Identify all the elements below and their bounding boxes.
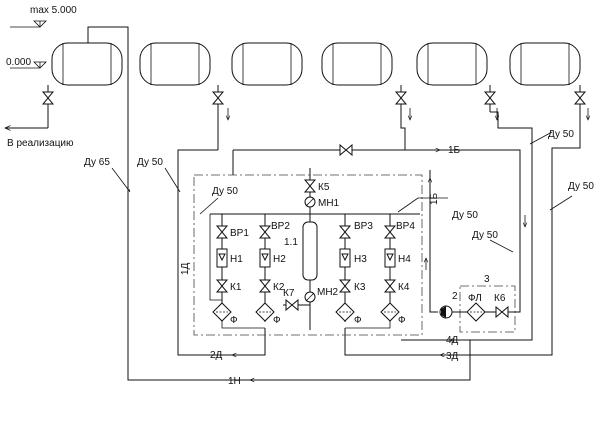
label-n4: Н4: [398, 254, 411, 265]
line-3d: 3Д: [446, 351, 459, 362]
label-n2: Н2: [273, 254, 286, 265]
label-k1: К1: [230, 282, 242, 293]
line-4d: 4Д: [446, 335, 459, 346]
branch-2: ВР2 Н2 К2 Ф: [255, 214, 290, 326]
label-br4: ВР4: [396, 221, 415, 232]
outer-pipelines: Ду 65 1Н Ду 50 1Д 2Д 1Б Ду 50 4Д Ду 50 3…: [84, 26, 594, 387]
valve-k7: К7: [283, 288, 295, 299]
label-k6: К6: [494, 293, 506, 304]
tank-drains: В реализацию: [5, 85, 588, 150]
branch-collectors: [221, 322, 391, 329]
tank-6: [509, 42, 581, 86]
branch-3: ВР3 Н3 К3 Ф: [335, 214, 373, 326]
gauge-mn1: МН1: [318, 198, 340, 209]
line-2d: 2Д: [210, 350, 223, 361]
label-f1: Ф: [230, 315, 238, 326]
level-marks: max 5.000 0.000: [6, 5, 89, 69]
line-1n: 1Н: [228, 376, 241, 387]
item-1-1: 1.1: [284, 237, 298, 248]
valve-k5: К5: [318, 182, 330, 193]
skid-number: 3: [484, 274, 490, 285]
branch-1: ВР1 Н1 К1 Ф: [212, 214, 249, 326]
label-br3: ВР3: [354, 221, 373, 232]
outlet-label: В реализацию: [7, 138, 74, 149]
tank-3: [231, 42, 303, 86]
label-k3: К3: [354, 282, 366, 293]
gauge-mn2: МН2: [317, 287, 339, 298]
label-f2: Ф: [273, 315, 281, 326]
level-zero: 0.000: [6, 57, 31, 68]
label-f4: Ф: [398, 315, 406, 326]
pipe-du50-c: Ду 50: [548, 129, 574, 140]
pipe-du50-f: Ду 50: [472, 230, 498, 241]
label-fl: ФЛ: [468, 293, 482, 304]
line-1b-v: 1Б: [429, 192, 440, 205]
tank-2: [139, 42, 211, 86]
vessel-1-1: [302, 221, 318, 281]
level-max: max 5.000: [30, 5, 77, 16]
tanks: [51, 42, 581, 86]
station-boundary: [193, 174, 423, 336]
label-k2: К2: [273, 282, 285, 293]
tank-4: [321, 42, 393, 86]
label-f3: Ф: [354, 315, 362, 326]
label-br1: ВР1: [230, 228, 249, 239]
tank-1: [51, 42, 123, 86]
label-n1: Н1: [230, 254, 243, 265]
label-k4: К4: [398, 282, 410, 293]
pipe-du50-b: Ду 50: [212, 186, 238, 197]
label-br2: ВР2: [271, 221, 290, 232]
branch-4: ВР4 Н4 К4 Ф: [380, 214, 415, 326]
label-n3: Н3: [354, 254, 367, 265]
pump-skid: 1Б Ду 50 2 3 ФЛ К6 Ду 50: [397, 150, 525, 333]
left-du50: Ду 50: [199, 186, 238, 301]
pipe-du50-d: Ду 50: [568, 181, 594, 192]
pipe-du50-a: Ду 50: [137, 157, 163, 168]
tank-5: [416, 42, 488, 86]
filter-skid: [459, 285, 516, 333]
pipe-du50-e: Ду 50: [452, 210, 478, 221]
pump-number: 2: [452, 291, 458, 302]
pipe-du65: Ду 65: [84, 157, 110, 168]
central-collector: К5 МН1 1.1 МН2 К7: [210, 168, 420, 330]
line-1d: 1Д: [180, 262, 191, 275]
